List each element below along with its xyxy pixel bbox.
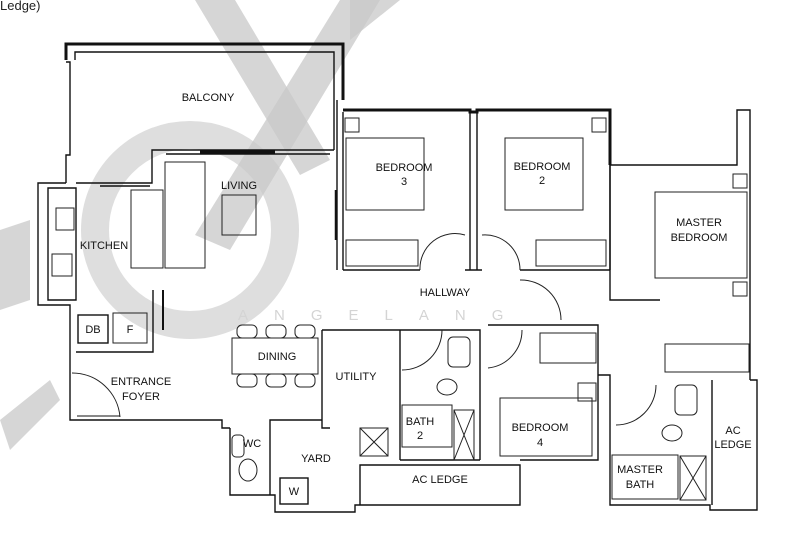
ac-ledge-right-label-1: AC — [725, 425, 740, 437]
master-bedroom-label-2: BEDROOM — [671, 232, 728, 244]
entrance-foyer-label-1: ENTRANCE — [111, 376, 172, 388]
master-bath-label-2: BATH — [626, 479, 655, 491]
kitchen-label: KITCHEN — [80, 240, 128, 252]
utility-label: UTILITY — [336, 371, 378, 383]
yard-label: YARD — [301, 453, 331, 465]
entrance-foyer-label-2: FOYER — [122, 391, 160, 403]
bedroom4-number: 4 — [537, 437, 543, 449]
bedroom3-label: BEDROOM — [376, 162, 433, 174]
living-label: LIVING — [221, 180, 257, 192]
bedroom2-number: 2 — [539, 175, 545, 187]
bedroom-walls — [342, 108, 751, 380]
ac-ledge-bottom-label: AC LEDGE — [412, 474, 468, 486]
dining-label: DINING — [258, 351, 297, 363]
lower-walls — [229, 324, 758, 513]
wc-label: WC — [243, 438, 261, 450]
bedroom2-label: BEDROOM — [514, 161, 571, 173]
entrance-door — [71, 372, 121, 418]
hallway-label: HALLWAY — [420, 287, 471, 299]
ac-ledge-right-label-2: LEDGE — [714, 439, 751, 451]
kitchen-walls — [37, 182, 230, 429]
bath2-label: BATH — [406, 416, 435, 428]
bedroom4-label: BEDROOM — [512, 422, 569, 434]
fridge-label: F — [127, 324, 134, 336]
dining-table — [231, 324, 319, 388]
washer-label: W — [289, 486, 300, 498]
watermark-text: ANGELANG — [238, 307, 529, 324]
master-bedroom-label-1: MASTER — [676, 217, 722, 229]
bath2-number: 2 — [417, 430, 423, 442]
balcony-walls — [64, 42, 345, 187]
living-furniture — [130, 100, 338, 270]
db-label: DB — [85, 324, 100, 336]
caption-text: Ledge) — [0, 0, 41, 13]
bedroom3-number: 3 — [401, 176, 407, 188]
master-bath-label-1: MASTER — [617, 464, 663, 476]
balcony-label: BALCONY — [182, 92, 235, 104]
